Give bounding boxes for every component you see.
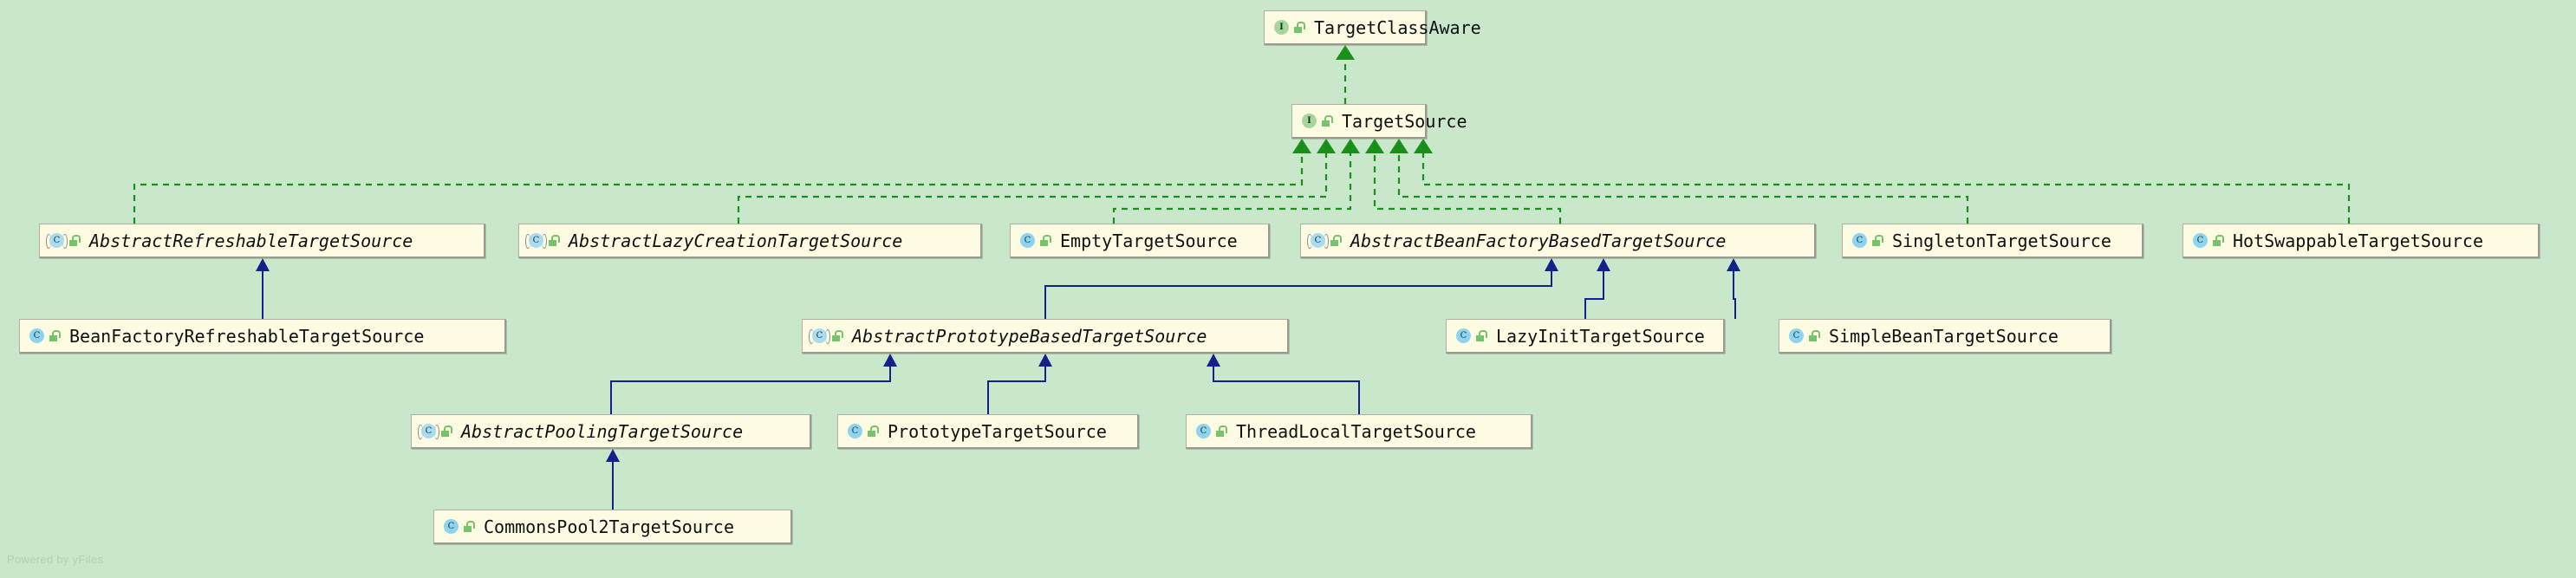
class-node-CommonsPool2TargetSource[interactable]: C CommonsPool2TargetSource [433, 510, 792, 544]
class-node-BeanFactoryRefreshableTargetSource[interactable]: C BeanFactoryRefreshableTargetSource [19, 319, 506, 354]
node-icons: C [444, 519, 475, 534]
yfiles-watermark: Powered by yFiles [7, 553, 104, 566]
class-icon: C [1456, 328, 1471, 343]
implements-edge-from-SingletonTargetSource [1389, 139, 1969, 224]
class-node-AbstractBeanFactoryBasedTargetSource[interactable]: C AbstractBeanFactoryBasedTargetSource [1300, 224, 1816, 258]
node-icons: C [848, 424, 879, 438]
class-icon: C [1789, 328, 1804, 343]
extends-edge-from-SimpleBeanTargetSource [1727, 258, 1740, 319]
class-node-label: BeanFactoryRefreshableTargetSource [69, 325, 425, 347]
node-icons: C [1196, 424, 1227, 438]
node-icons: C [1456, 328, 1487, 343]
public-lock-icon [549, 235, 560, 246]
node-icons: C [2193, 233, 2224, 248]
abstract-class-icon: C [46, 233, 68, 249]
public-lock-icon [1216, 425, 1227, 437]
node-icons: C [809, 328, 843, 344]
node-icons: C [1307, 233, 1342, 249]
class-node-AbstractRefreshableTargetSource[interactable]: C AbstractRefreshableTargetSource [39, 224, 485, 258]
node-icons: C [46, 233, 81, 249]
class-node-AbstractPrototypeBasedTargetSource[interactable]: C AbstractPrototypeBasedTargetSource [802, 319, 1289, 354]
extends-edge-from-AbstractPoolingTargetSource [610, 354, 897, 414]
node-icons: C [1852, 233, 1883, 248]
class-node-EmptyTargetSource[interactable]: C EmptyTargetSource [1010, 224, 1270, 258]
public-lock-icon [1322, 115, 1333, 127]
public-lock-icon [1872, 235, 1883, 246]
class-node-label: LazyInitTargetSource [1496, 325, 1705, 347]
class-node-TargetClassAware[interactable]: I TargetClassAware [1264, 10, 1481, 45]
abstract-class-icon: C [1307, 233, 1329, 249]
class-node-label: TargetSource [1342, 110, 1467, 132]
node-icons: C [29, 328, 61, 343]
class-node-label: PrototypeTargetSource [888, 420, 1107, 442]
class-icon: C [444, 519, 459, 534]
public-lock-icon [441, 425, 452, 437]
public-lock-icon [69, 235, 81, 246]
class-node-TargetSource[interactable]: I TargetSource [1291, 104, 1467, 139]
abstract-class-icon: C [418, 424, 439, 439]
extends-edge-from-BeanFactoryRefreshableTargetSource [256, 258, 270, 319]
class-icon: C [848, 424, 862, 438]
interface-icon: I [1274, 20, 1289, 35]
class-node-label: EmptyTargetSource [1060, 230, 1238, 251]
public-lock-icon [1040, 235, 1051, 246]
implements-edge-from-AbstractBeanFactoryBasedTargetSource [1365, 139, 1562, 224]
public-lock-icon [49, 330, 61, 341]
class-node-label: SimpleBeanTargetSource [1829, 325, 2059, 347]
class-node-ThreadLocalTargetSource[interactable]: C ThreadLocalTargetSource [1186, 414, 1532, 449]
implements-edge-from-HotSwappableTargetSource [1414, 139, 2351, 224]
public-lock-icon [1809, 330, 1820, 341]
class-node-HotSwappableTargetSource[interactable]: C HotSwappableTargetSource [2182, 224, 2540, 258]
public-lock-icon [464, 521, 475, 532]
class-node-label: AbstractBeanFactoryBasedTargetSource [1350, 230, 1727, 251]
extends-edge-from-ThreadLocalTargetSource [1207, 354, 1360, 414]
public-lock-icon [832, 330, 843, 341]
class-node-SingletonTargetSource[interactable]: C SingletonTargetSource [1842, 224, 2143, 258]
class-node-label: AbstractRefreshableTargetSource [89, 230, 413, 251]
public-lock-icon [1294, 22, 1305, 33]
extends-edge-from-LazyInitTargetSource [1584, 258, 1610, 319]
implements-edge-from-TargetSource [1336, 45, 1355, 104]
node-icons: C [418, 424, 452, 439]
extends-edge-from-AbstractPrototypeBasedTargetSource [1044, 258, 1558, 319]
class-node-label: HotSwappableTargetSource [2233, 230, 2483, 251]
implements-edge-from-AbstractLazyCreationTargetSource [737, 139, 1336, 224]
public-lock-icon [1330, 235, 1342, 246]
node-icons: C [1789, 328, 1820, 343]
class-node-label: ThreadLocalTargetSource [1236, 420, 1476, 442]
class-node-SimpleBeanTargetSource[interactable]: C SimpleBeanTargetSource [1779, 319, 2111, 354]
class-node-label: AbstractPoolingTargetSource [461, 420, 744, 442]
class-node-AbstractLazyCreationTargetSource[interactable]: C AbstractLazyCreationTargetSource [518, 224, 982, 258]
class-node-label: TargetClassAware [1314, 16, 1481, 38]
extends-edge-from-PrototypeTargetSource [987, 354, 1052, 414]
class-node-label: AbstractLazyCreationTargetSource [569, 230, 903, 251]
class-node-label: SingletonTargetSource [1892, 230, 2111, 251]
implements-edge-from-EmptyTargetSource [1112, 139, 1360, 224]
abstract-class-icon: C [809, 328, 830, 344]
node-icons: I [1302, 114, 1333, 128]
public-lock-icon [1476, 330, 1487, 341]
class-node-label: AbstractPrototypeBasedTargetSource [852, 325, 1207, 347]
public-lock-icon [2213, 235, 2224, 246]
class-node-label: CommonsPool2TargetSource [484, 516, 734, 537]
public-lock-icon [868, 425, 879, 437]
node-icons: C [1020, 233, 1051, 248]
node-icons: C [525, 233, 560, 249]
abstract-class-icon: C [525, 233, 547, 249]
node-icons: I [1274, 20, 1305, 35]
extends-edge-from-CommonsPool2TargetSource [606, 449, 620, 510]
class-icon: C [1852, 233, 1867, 248]
class-icon: C [1196, 424, 1211, 438]
class-node-LazyInitTargetSource[interactable]: C LazyInitTargetSource [1446, 319, 1725, 354]
interface-icon: I [1302, 114, 1317, 128]
class-icon: C [2193, 233, 2208, 248]
class-icon: C [29, 328, 44, 343]
implements-edge-from-AbstractRefreshableTargetSource [133, 139, 1311, 224]
class-node-PrototypeTargetSource[interactable]: C PrototypeTargetSource [837, 414, 1139, 449]
class-icon: C [1020, 233, 1035, 248]
class-node-AbstractPoolingTargetSource[interactable]: C AbstractPoolingTargetSource [411, 414, 811, 449]
